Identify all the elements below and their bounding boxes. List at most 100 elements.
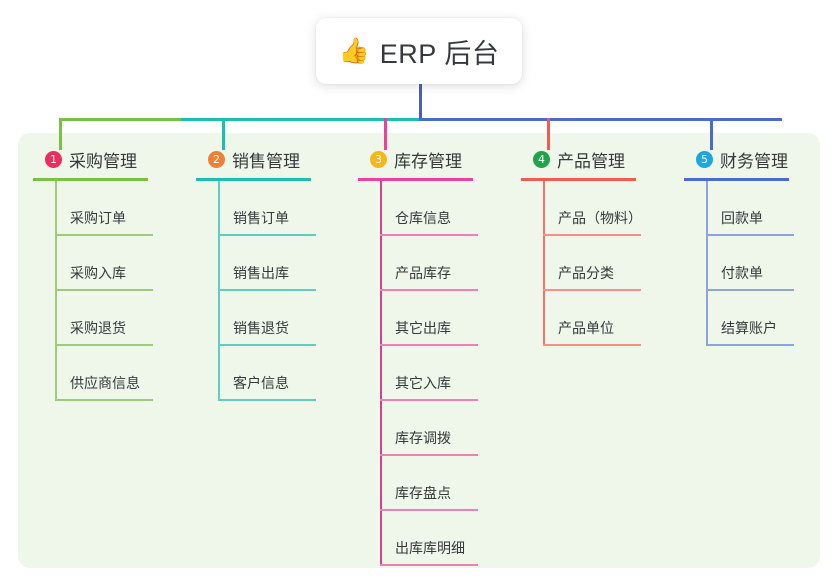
list-item[interactable]: 销售出库: [196, 236, 356, 291]
category-title: 采购管理: [69, 151, 137, 171]
list-item[interactable]: 产品（物料）: [521, 181, 681, 236]
list-item[interactable]: 出库库明细: [358, 511, 518, 566]
list-item[interactable]: 其它入库: [358, 346, 518, 401]
list-item[interactable]: 结算账户: [684, 291, 834, 346]
list-item-label: 库存盘点: [395, 485, 451, 501]
list-item[interactable]: 采购退货: [33, 291, 193, 346]
item-spine: [380, 181, 382, 566]
category-items: 回款单付款单结算账户: [684, 181, 834, 346]
list-item[interactable]: 付款单: [684, 236, 834, 291]
drop-line-3: [384, 118, 387, 150]
drop-line-1: [59, 118, 62, 150]
list-item-rule: [218, 234, 316, 236]
list-item-label: 产品单位: [558, 320, 614, 336]
list-item-rule: [55, 399, 153, 401]
list-item[interactable]: 库存调拨: [358, 401, 518, 456]
list-item[interactable]: 供应商信息: [33, 346, 193, 401]
list-item-rule: [543, 289, 641, 291]
list-item-rule: [55, 289, 153, 291]
category-items: 销售订单销售出库销售退货客户信息: [196, 181, 356, 401]
category-title: 销售管理: [232, 151, 300, 171]
list-item-rule: [380, 509, 478, 511]
list-item[interactable]: 仓库信息: [358, 181, 518, 236]
drop-line-4: [547, 118, 550, 150]
category-header-rule: [358, 178, 473, 181]
list-item-rule: [218, 289, 316, 291]
list-item-label: 其它入库: [395, 375, 451, 391]
category-header-5[interactable]: 5 财务管理: [684, 146, 834, 172]
category-number-badge: 1: [45, 150, 62, 168]
category-header-4[interactable]: 4 产品管理: [521, 146, 681, 172]
list-item[interactable]: 库存盘点: [358, 456, 518, 511]
list-item[interactable]: 采购订单: [33, 181, 193, 236]
list-item-label: 产品（物料）: [558, 210, 642, 226]
list-item[interactable]: 销售订单: [196, 181, 356, 236]
list-item[interactable]: 产品库存: [358, 236, 518, 291]
list-item-rule: [706, 344, 794, 346]
list-item[interactable]: 产品分类: [521, 236, 681, 291]
category-column-4: 4 产品管理产品（物料） 产品分类产品单位: [521, 146, 681, 346]
bus-segment-1: [59, 118, 181, 121]
category-header-rule: [521, 178, 636, 181]
list-item[interactable]: 其它出库: [358, 291, 518, 346]
list-item-label: 库存调拨: [395, 430, 451, 446]
category-column-5: 5 财务管理回款单付款单结算账户: [684, 146, 834, 346]
drop-line-2: [222, 118, 225, 150]
list-item-rule: [218, 344, 316, 346]
category-title: 财务管理: [720, 151, 788, 171]
item-spine: [706, 181, 708, 346]
list-item[interactable]: 产品单位: [521, 291, 681, 346]
list-item-rule: [543, 344, 641, 346]
list-item-label: 销售退货: [233, 320, 289, 336]
list-item[interactable]: 回款单: [684, 181, 834, 236]
category-items: 采购订单采购入库采购退货供应商信息: [33, 181, 193, 401]
list-item[interactable]: 销售退货: [196, 291, 356, 346]
list-item-label: 采购订单: [70, 210, 126, 226]
root-title-card[interactable]: 👍 ERP 后台: [316, 18, 522, 84]
trunk-line: [419, 84, 422, 121]
list-item-label: 仓库信息: [395, 210, 451, 226]
list-item-label: 销售出库: [233, 265, 289, 281]
list-item-rule: [380, 399, 478, 401]
list-item-rule: [380, 344, 478, 346]
category-number-badge: 2: [208, 150, 225, 168]
category-header-2[interactable]: 2 销售管理: [196, 146, 356, 172]
list-item-rule: [380, 564, 478, 566]
list-item-rule: [380, 289, 478, 291]
list-item-rule: [218, 399, 316, 401]
category-items: 仓库信息产品库存其它出库其它入库库存调拨库存盘点出库库明细: [358, 181, 518, 566]
list-item-label: 采购入库: [70, 265, 126, 281]
list-item-rule: [55, 344, 153, 346]
list-item-label: 出库库明细: [395, 540, 465, 556]
category-number-badge: 5: [696, 150, 713, 168]
category-title: 产品管理: [557, 151, 625, 171]
list-item-label: 回款单: [721, 210, 763, 226]
list-item-label: 供应商信息: [70, 375, 140, 391]
item-spine: [543, 181, 545, 346]
category-header-1[interactable]: 1 采购管理: [33, 146, 193, 172]
list-item-rule: [706, 289, 794, 291]
list-item[interactable]: 采购入库: [33, 236, 193, 291]
category-header-rule: [33, 178, 148, 181]
list-item[interactable]: 客户信息: [196, 346, 356, 401]
list-item-rule: [380, 234, 478, 236]
list-item-label: 客户信息: [233, 375, 289, 391]
list-item-rule: [55, 234, 153, 236]
list-item-rule: [706, 234, 794, 236]
category-number-badge: 3: [370, 150, 387, 168]
list-item-label: 采购退货: [70, 320, 126, 336]
list-item-rule: [380, 454, 478, 456]
list-item-label: 销售订单: [233, 210, 289, 226]
list-item-label: 结算账户: [721, 320, 777, 336]
item-spine: [218, 181, 220, 401]
list-item-rule: [543, 234, 641, 236]
category-number-badge: 4: [533, 150, 550, 168]
list-item-label: 产品库存: [395, 265, 451, 281]
category-header-rule: [684, 178, 789, 181]
page-title: ERP 后台: [379, 38, 500, 69]
category-items: 产品（物料） 产品分类产品单位: [521, 181, 681, 346]
item-spine: [55, 181, 57, 401]
